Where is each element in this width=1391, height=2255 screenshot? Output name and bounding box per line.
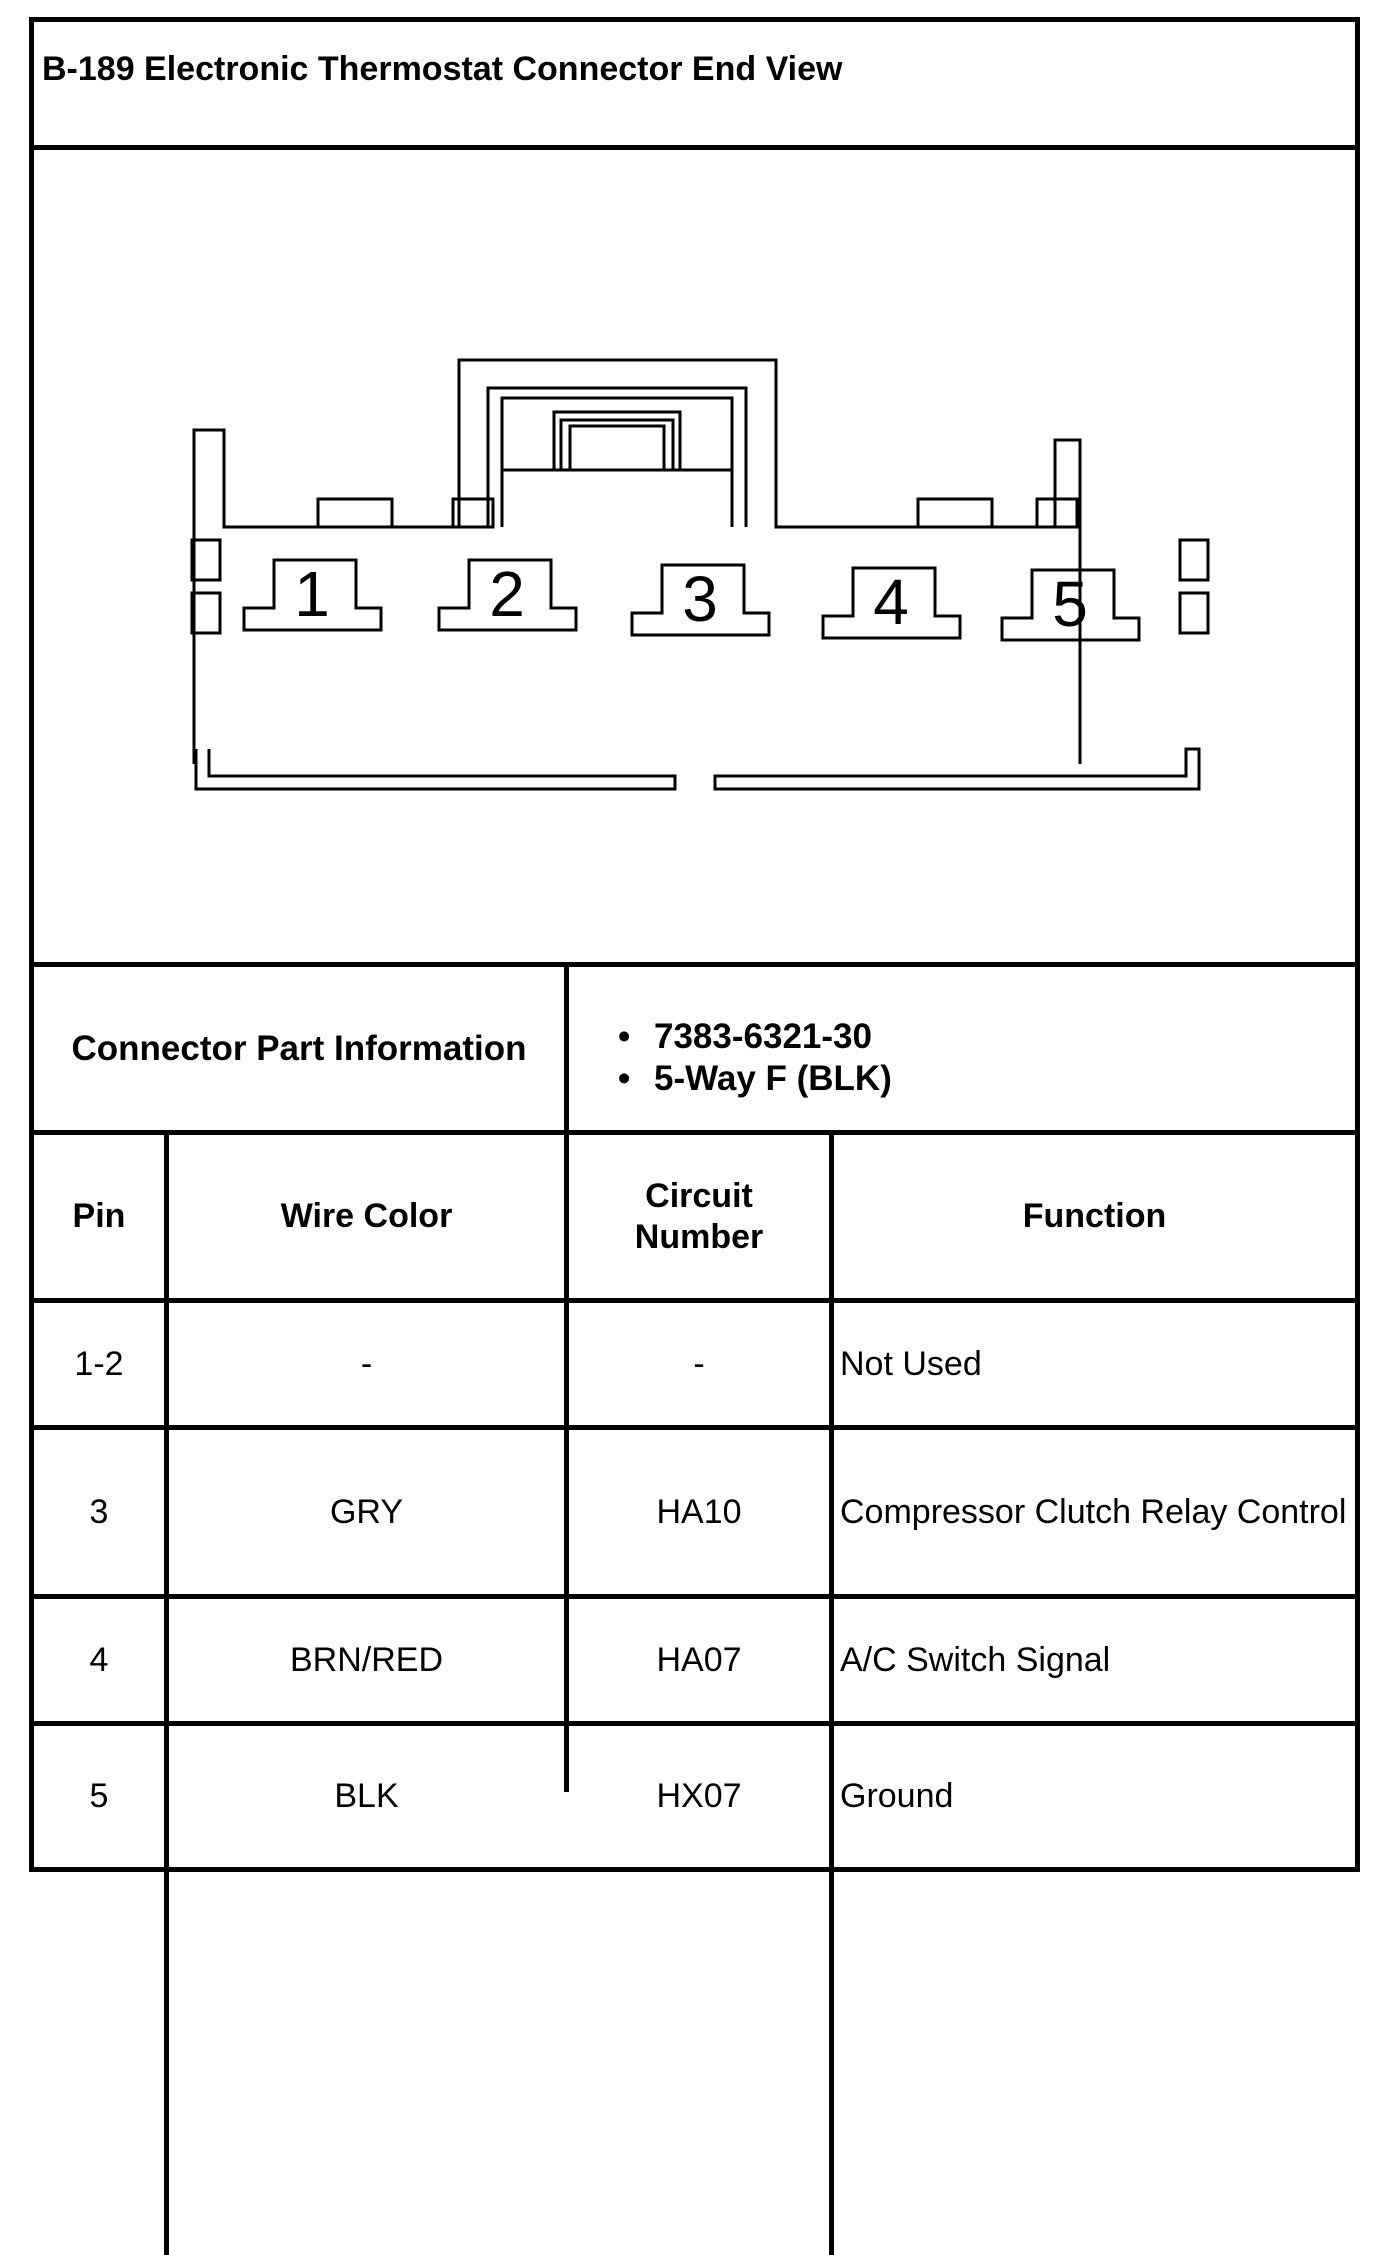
header-pin: Pin <box>72 1197 126 1236</box>
table-cell-circuit: HA07 <box>656 1640 742 1679</box>
table-cell-function: Compressor Clutch Relay Control <box>840 1492 1347 1531</box>
bottom-rail-right <box>713 747 1201 791</box>
bullet-icon: • <box>618 1017 631 1056</box>
top-bump <box>1035 497 1079 529</box>
part-number-item: • 7383-6321-30 <box>618 1017 892 1059</box>
divider <box>164 1130 169 2255</box>
terminal-cavity <box>821 566 962 640</box>
table-cell-pin: 1-2 <box>74 1344 124 1383</box>
table-cell-circuit: HX07 <box>656 1777 742 1816</box>
part-description-item: • 5-Way F (BLK) <box>618 1059 892 1101</box>
divider <box>34 1298 1355 1303</box>
part-info-list: • 7383-6321-30 • 5-Way F (BLK) <box>618 1017 892 1101</box>
pin-number-label: 4 <box>873 566 909 638</box>
table-cell-wire-color: GRY <box>329 1492 404 1531</box>
pin-number-label: 5 <box>1052 568 1088 640</box>
latch-mid <box>500 396 734 527</box>
table-cell-wire-color: BRN/RED <box>289 1640 444 1679</box>
top-bump <box>316 497 394 529</box>
side-tab <box>1178 538 1210 582</box>
table-cell-pin: 5 <box>89 1777 109 1816</box>
table-cell-pin: 4 <box>89 1640 109 1679</box>
side-tab <box>190 538 222 582</box>
part-number: 7383-6321-30 <box>654 1017 872 1056</box>
divider <box>829 1130 834 2255</box>
bottom-rail-left <box>194 749 677 791</box>
table-cell-function: Not Used <box>840 1344 982 1383</box>
pin-number-label: 2 <box>489 558 525 630</box>
table-cell-wire-color: - <box>360 1344 373 1383</box>
connector-end-view-diagram: 1 2 3 4 5 <box>190 358 1210 791</box>
divider <box>34 145 1355 150</box>
divider <box>34 1721 1355 1726</box>
divider <box>564 962 569 1792</box>
connector-housing <box>192 358 1082 764</box>
header-function: Function <box>1022 1197 1167 1236</box>
pin-number-label: 3 <box>682 563 718 635</box>
latch-inner-2 <box>559 418 675 470</box>
side-tab <box>190 591 222 635</box>
part-description: 5-Way F (BLK) <box>654 1059 892 1098</box>
divider <box>34 1594 1355 1599</box>
table-cell-pin: 3 <box>89 1492 109 1531</box>
divider <box>34 1425 1355 1430</box>
pin-number-label: 1 <box>294 558 330 630</box>
top-bump <box>451 497 495 529</box>
header-circuit-line2: Number <box>634 1217 764 1256</box>
header-circuit-number: Circuit Number <box>569 1135 829 1298</box>
bullet-icon: • <box>618 1059 631 1098</box>
page-title: B-189 Electronic Thermostat Connector En… <box>42 50 843 88</box>
latch-inner-1 <box>552 410 682 470</box>
header-wire-color: Wire Color <box>280 1197 453 1236</box>
connector-sheet: B-189 Electronic Thermostat Connector En… <box>29 17 1360 2255</box>
divider <box>34 1130 1355 1135</box>
top-bump <box>916 497 994 529</box>
part-info-label: Connector Part Information <box>71 1028 527 1068</box>
side-tab <box>1178 591 1210 635</box>
table-cell-wire-color: BLK <box>334 1777 399 1816</box>
latch-inner-3 <box>568 424 666 470</box>
table-cell-circuit: - <box>693 1344 705 1383</box>
table-cell-circuit: HA10 <box>656 1492 742 1531</box>
divider <box>34 962 1355 967</box>
terminal-cavity <box>1000 568 1141 642</box>
terminal-cavity <box>242 558 383 632</box>
terminal-cavity <box>437 558 578 632</box>
header-circuit-line1: Circuit <box>645 1176 753 1215</box>
table-cell-function: Ground <box>840 1777 954 1816</box>
latch-outer <box>486 386 748 527</box>
table-cell-function: A/C Switch Signal <box>840 1640 1111 1679</box>
terminal-cavity <box>630 563 771 637</box>
